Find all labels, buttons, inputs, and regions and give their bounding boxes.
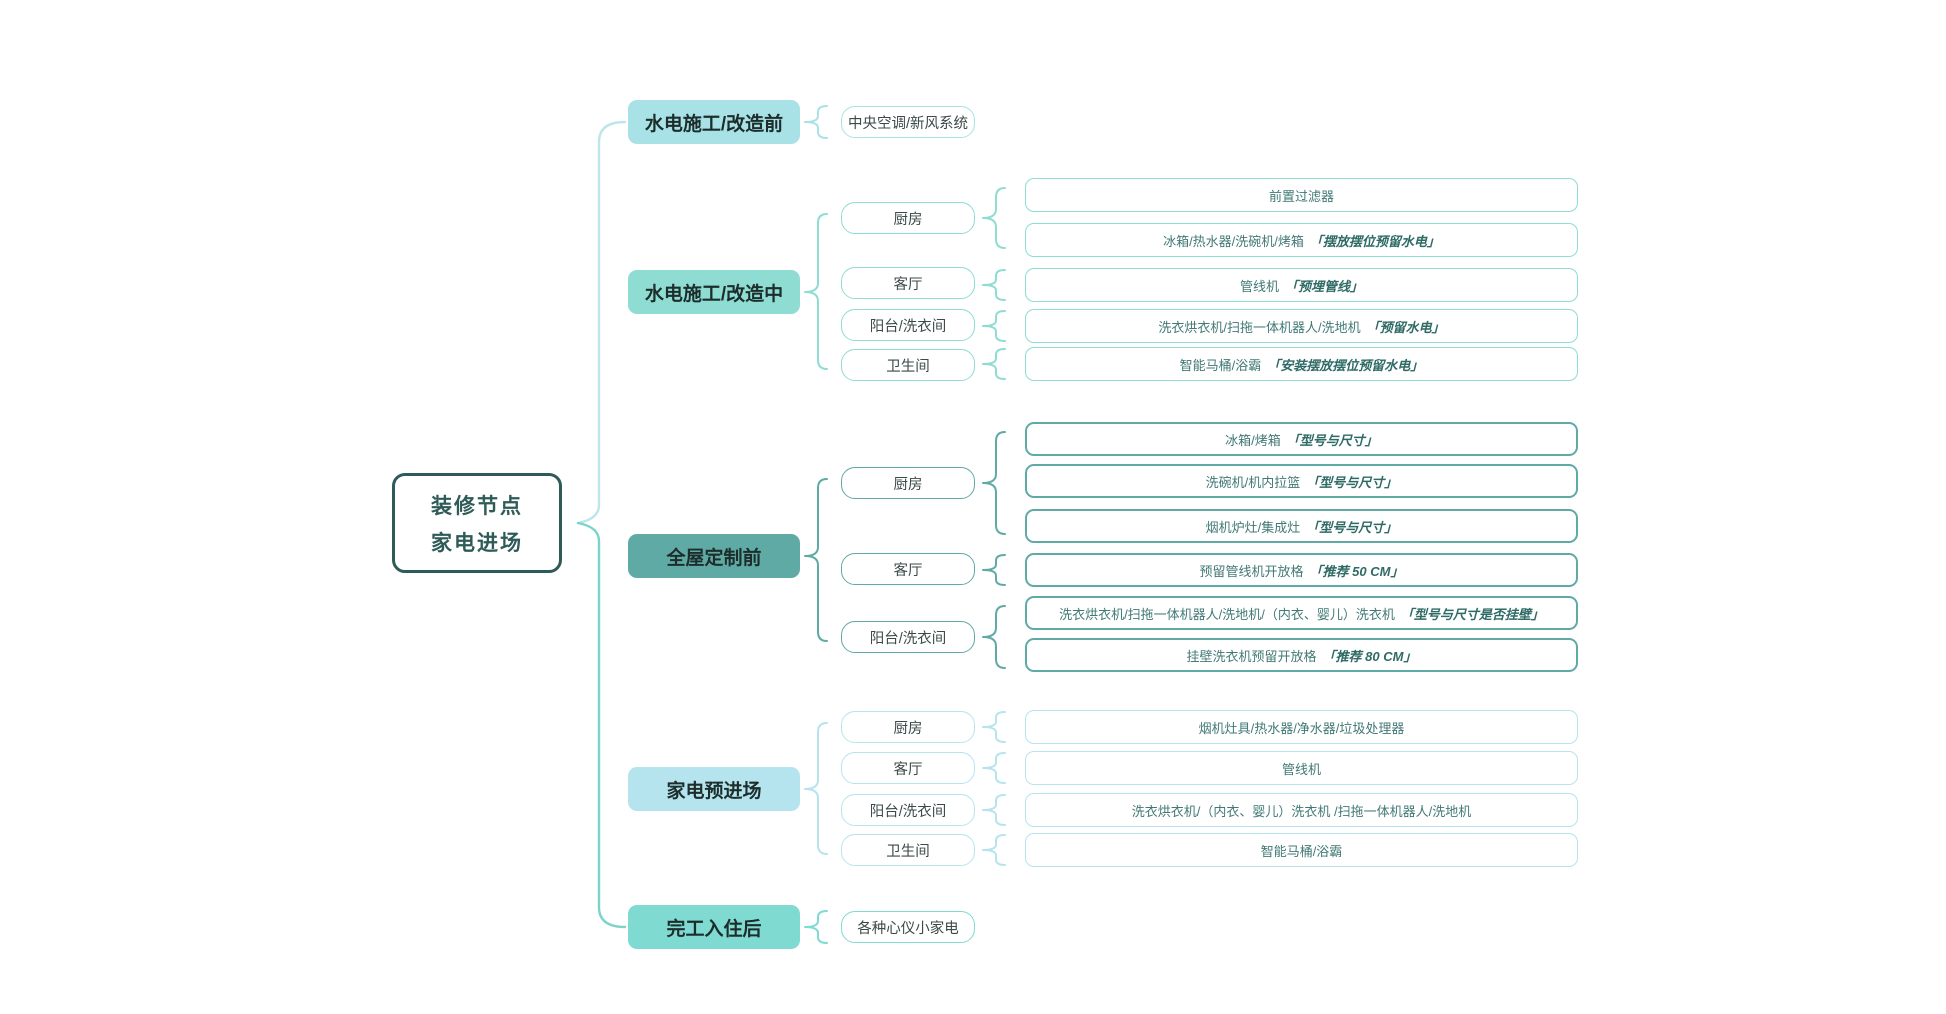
child-label: 客厅 (893, 761, 923, 778)
child-node-4-4[interactable]: 卫生间 (841, 834, 975, 866)
brace-connector (804, 478, 828, 642)
leaf-text: 洗衣烘衣机/（内衣、婴儿）洗衣机 /扫拖一体机器人/洗地机 (1131, 803, 1472, 819)
branch-label: 全屋定制前 (666, 547, 762, 569)
child-node-3-3[interactable]: 阳台/洗衣间 (841, 621, 975, 653)
leaf-node-4-3-1[interactable]: 洗衣烘衣机/（内衣、婴儿）洗衣机 /扫拖一体机器人/洗地机 (1025, 793, 1578, 827)
brace-connector (804, 910, 828, 944)
root-title-line2: 家电进场 (431, 531, 523, 555)
root-title-line1: 装修节点 (431, 494, 523, 518)
child-label: 阳台/洗衣间 (869, 803, 947, 820)
leaf-text: 烟机灶具/热水器/净水器/垃圾处理器 (1198, 720, 1405, 736)
brace-connector (982, 605, 1006, 669)
leaf-node-2-4-1[interactable]: 智能马桶/浴霸 「安装摆放摆位预留水电」 (1025, 347, 1578, 381)
branch-label: 家电预进场 (666, 780, 762, 802)
child-label: 客厅 (893, 562, 923, 579)
brace-connector (982, 711, 1006, 743)
leaf-note: 「推荐 50 CM」 (1309, 563, 1404, 579)
child-node-3-2[interactable]: 客厅 (841, 553, 975, 585)
leaf-note: 「预埋管线」 (1285, 278, 1364, 294)
child-label: 阳台/洗衣间 (869, 318, 947, 335)
leaf-text: 预留管线机开放格 (1199, 563, 1304, 579)
child-node-2-3[interactable]: 阳台/洗衣间 (841, 309, 975, 341)
leaf-node-2-3-1[interactable]: 洗衣烘衣机/扫拖一体机器人/洗地机 「预留水电」 (1025, 309, 1578, 343)
brace-connector (982, 794, 1006, 826)
brace-connector (804, 213, 828, 370)
root-node[interactable]: 装修节点 家电进场 (392, 473, 562, 573)
child-node-4-1[interactable]: 厨房 (841, 711, 975, 743)
branch-node-3[interactable]: 全屋定制前 (628, 534, 800, 578)
brace-connector (982, 431, 1006, 535)
branch-node-1[interactable]: 水电施工/改造前 (628, 100, 800, 144)
leaf-text: 洗衣烘衣机/扫拖一体机器人/洗地机/（内衣、婴儿）洗衣机 (1059, 606, 1395, 622)
leaf-text: 冰箱/烤箱 (1225, 432, 1281, 448)
leaf-node-3-3-1[interactable]: 洗衣烘衣机/扫拖一体机器人/洗地机/（内衣、婴儿）洗衣机 「型号与尺寸是否挂壁」 (1025, 596, 1578, 630)
leaf-note: 「型号与尺寸」 (1286, 432, 1378, 448)
child-label: 各种心仪小家电 (857, 920, 959, 937)
leaf-text: 智能马桶/浴霸 (1260, 843, 1343, 859)
root-brace-top (576, 120, 627, 525)
branch-label: 完工入住后 (666, 918, 762, 940)
leaf-text: 挂壁洗衣机预留开放格 (1186, 648, 1317, 664)
leaf-note: 「安装摆放摆位预留水电」 (1267, 357, 1424, 373)
child-node-5-1[interactable]: 各种心仪小家电 (841, 911, 975, 943)
leaf-text: 冰箱/热水器/洗碗机/烤箱 (1163, 233, 1304, 249)
leaf-text: 管线机 (1281, 761, 1321, 777)
child-node-4-2[interactable]: 客厅 (841, 752, 975, 784)
leaf-text: 洗碗机/机内拉篮 (1205, 474, 1301, 490)
leaf-node-2-1-1[interactable]: 前置过滤器 (1025, 178, 1578, 212)
leaf-node-3-1-3[interactable]: 烟机炉灶/集成灶 「型号与尺寸」 (1025, 509, 1578, 543)
child-label: 卫生间 (886, 843, 930, 860)
brace-connector (982, 752, 1006, 784)
child-label: 厨房 (893, 211, 923, 228)
brace-connector (804, 105, 828, 139)
branch-node-5[interactable]: 完工入住后 (628, 905, 800, 949)
child-node-3-1[interactable]: 厨房 (841, 467, 975, 499)
brace-connector (982, 310, 1006, 342)
branch-node-2[interactable]: 水电施工/改造中 (628, 270, 800, 314)
brace-connector (982, 269, 1006, 301)
branch-node-4[interactable]: 家电预进场 (628, 767, 800, 811)
leaf-note: 「型号与尺寸是否挂壁」 (1400, 606, 1544, 622)
leaf-note: 「摆放摆位预留水电」 (1309, 233, 1440, 249)
leaf-text: 智能马桶/浴霸 (1179, 357, 1262, 373)
child-label: 厨房 (893, 720, 923, 737)
leaf-node-3-3-2[interactable]: 挂壁洗衣机预留开放格 「推荐 80 CM」 (1025, 638, 1578, 672)
brace-connector (982, 187, 1006, 249)
child-node-1-1[interactable]: 中央空调/新风系统 (841, 106, 975, 138)
brace-connector (982, 348, 1006, 380)
leaf-node-4-4-1[interactable]: 智能马桶/浴霸 (1025, 833, 1578, 867)
child-label: 厨房 (893, 476, 923, 493)
leaf-text: 洗衣烘衣机/扫拖一体机器人/洗地机 (1158, 319, 1361, 335)
leaf-note: 「型号与尺寸」 (1306, 474, 1398, 490)
child-node-2-4[interactable]: 卫生间 (841, 349, 975, 381)
leaf-node-2-1-2[interactable]: 冰箱/热水器/洗碗机/烤箱 「摆放摆位预留水电」 (1025, 223, 1578, 257)
leaf-text: 烟机炉灶/集成灶 (1205, 519, 1301, 535)
root-brace-bottom (576, 521, 627, 929)
child-node-2-2[interactable]: 客厅 (841, 267, 975, 299)
leaf-node-3-2-1[interactable]: 预留管线机开放格 「推荐 50 CM」 (1025, 553, 1578, 587)
leaf-note: 「预留水电」 (1366, 319, 1445, 335)
child-label: 中央空调/新风系统 (847, 115, 969, 132)
leaf-note: 「推荐 80 CM」 (1322, 648, 1417, 664)
leaf-text: 前置过滤器 (1268, 188, 1334, 204)
leaf-note: 「型号与尺寸」 (1306, 519, 1398, 535)
leaf-node-3-1-2[interactable]: 洗碗机/机内拉篮 「型号与尺寸」 (1025, 464, 1578, 498)
leaf-node-4-1-1[interactable]: 烟机灶具/热水器/净水器/垃圾处理器 (1025, 710, 1578, 744)
leaf-node-2-2-1[interactable]: 管线机 「预埋管线」 (1025, 268, 1578, 302)
brace-connector (804, 722, 828, 855)
child-label: 阳台/洗衣间 (869, 630, 947, 647)
brace-connector (982, 554, 1006, 586)
child-node-2-1[interactable]: 厨房 (841, 202, 975, 234)
branch-label: 水电施工/改造前 (644, 113, 784, 135)
leaf-text: 管线机 (1239, 278, 1279, 294)
child-label: 卫生间 (886, 358, 930, 375)
child-node-4-3[interactable]: 阳台/洗衣间 (841, 794, 975, 826)
child-label: 客厅 (893, 276, 923, 293)
branch-label: 水电施工/改造中 (644, 283, 784, 305)
leaf-node-4-2-1[interactable]: 管线机 (1025, 751, 1578, 785)
leaf-node-3-1-1[interactable]: 冰箱/烤箱 「型号与尺寸」 (1025, 422, 1578, 456)
brace-connector (982, 834, 1006, 866)
